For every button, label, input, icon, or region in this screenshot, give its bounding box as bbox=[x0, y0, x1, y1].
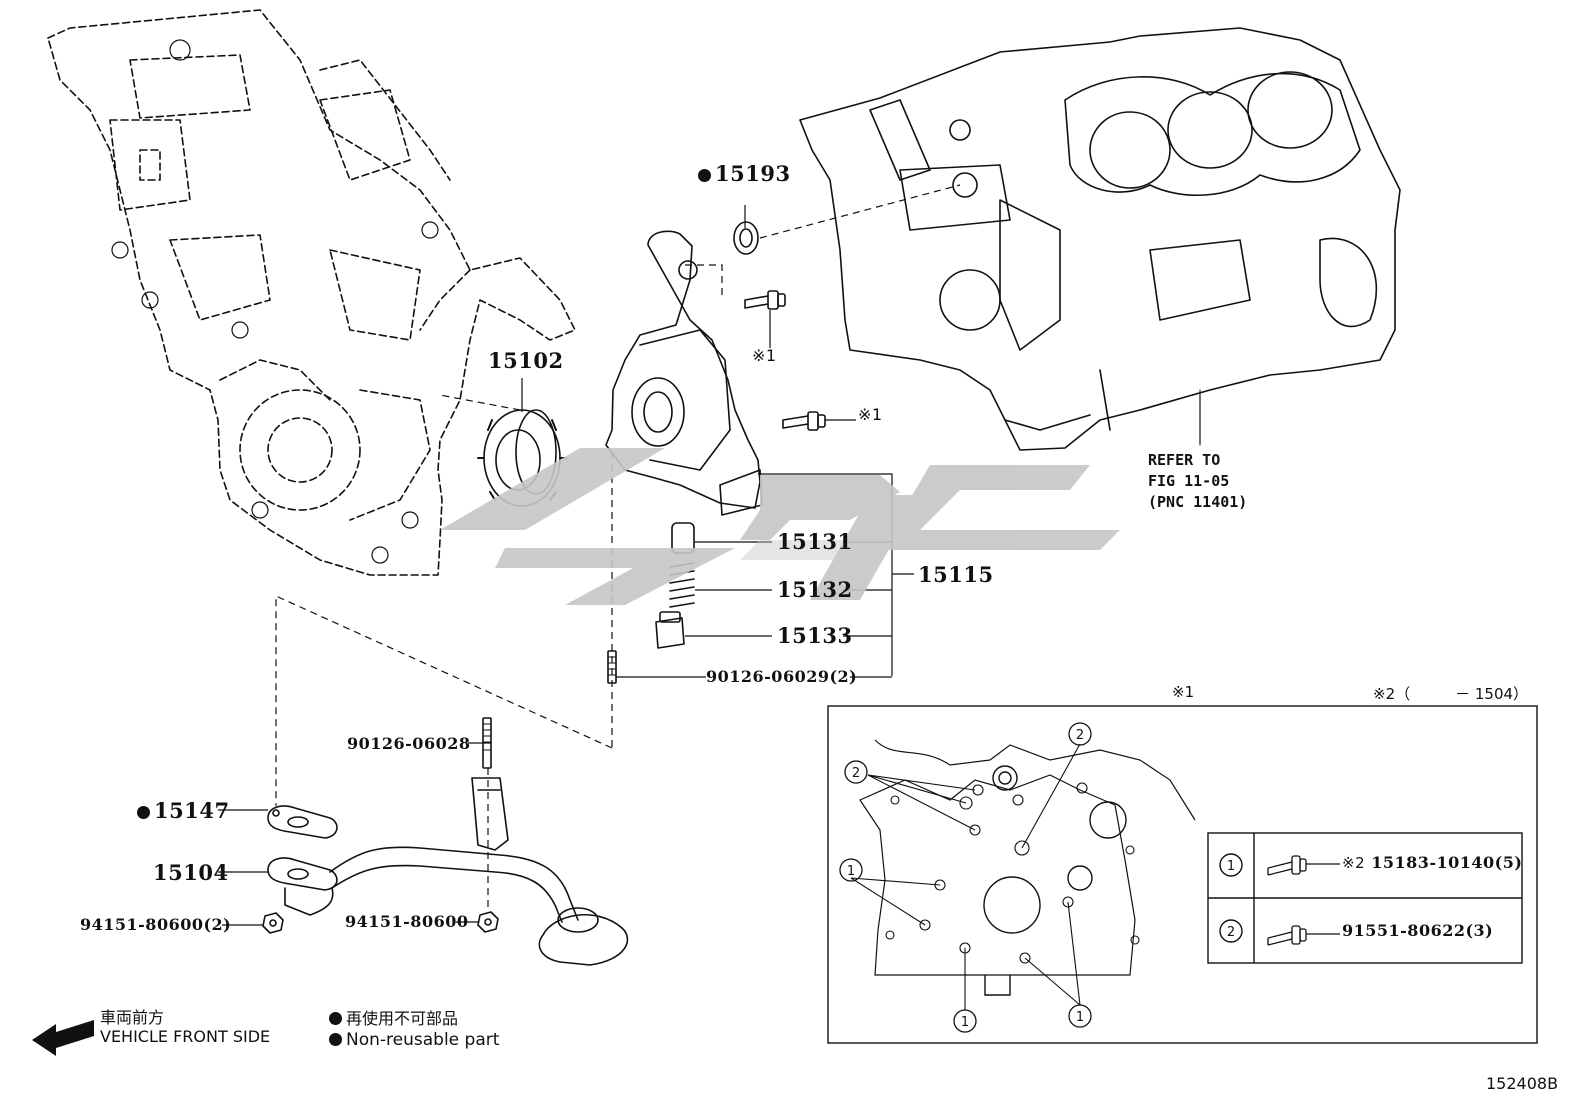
part-label-15132: 15132 bbox=[777, 577, 853, 602]
legend-nonreuse-jp: 再使用不可部品 bbox=[329, 1005, 458, 1029]
part-label-90126-06029: 90126-06029(2) bbox=[706, 667, 858, 686]
refer-note-line3: (PNC 11401) bbox=[1148, 493, 1248, 511]
note-mark-lower-bolt: ※1 bbox=[858, 405, 883, 424]
refer-note-line1: REFER TO bbox=[1148, 451, 1221, 469]
svg-text:1: 1 bbox=[1076, 1010, 1084, 1025]
inset-table-row-2: 91551-80622(3) bbox=[1342, 921, 1494, 940]
timing-cover-bosses bbox=[111, 39, 439, 564]
inset-callouts bbox=[839, 722, 1092, 1033]
part-label-94151-80600-2: 94151-80600(2) bbox=[80, 915, 232, 934]
non-reusable-dot-icon bbox=[137, 806, 150, 819]
part-label-94151-80600: 94151-80600 bbox=[345, 912, 469, 931]
inset-header-note2: ※2（ － 1504） bbox=[1373, 685, 1529, 703]
non-reusable-dot-icon bbox=[698, 169, 711, 182]
inset-header-note1: ※1 bbox=[1172, 683, 1195, 701]
part-label-15104: 15104 bbox=[153, 860, 229, 885]
front-arrow-icon bbox=[32, 1020, 94, 1056]
part-label-15115: 15115 bbox=[918, 562, 994, 587]
legend-nonreuse-en: Non-reusable part bbox=[329, 1030, 499, 1050]
gasket-15147-drawing bbox=[267, 805, 338, 839]
inset-detail: 2 2 1 1 1 1 2 bbox=[827, 705, 1538, 1044]
legend-front-en: VEHICLE FRONT SIDE bbox=[100, 1027, 271, 1046]
part-label-90126-06028: 90126-06028 bbox=[347, 734, 471, 753]
svg-text:2: 2 bbox=[852, 766, 860, 781]
legend-front-jp: 車両前方 bbox=[100, 1008, 165, 1027]
timing-cover-drawing bbox=[47, 9, 576, 576]
note-mark-upper-bolt: ※1 bbox=[752, 346, 777, 365]
svg-text:2: 2 bbox=[1227, 925, 1235, 940]
stud-upper-drawing bbox=[607, 650, 617, 684]
nut-left-drawing bbox=[262, 912, 284, 934]
refer-note-line2: FIG 11-05 bbox=[1148, 472, 1230, 490]
part-label-15102: 15102 bbox=[488, 348, 564, 373]
bolt-upper-drawing bbox=[744, 290, 786, 310]
strainer-15104-drawing bbox=[267, 777, 629, 966]
svg-text:1: 1 bbox=[847, 864, 855, 879]
nut-right-drawing bbox=[477, 911, 499, 933]
figure-id: 152408B bbox=[1486, 1074, 1559, 1093]
non-reusable-dot-icon bbox=[329, 1012, 342, 1025]
watermark bbox=[440, 448, 1120, 605]
cylinder-block-drawing bbox=[799, 27, 1401, 451]
part-label-15193: 15193 bbox=[698, 161, 791, 186]
non-reusable-dot-icon bbox=[329, 1033, 342, 1046]
part-label-15147: 15147 bbox=[137, 798, 230, 823]
oil-seal-15193-drawing bbox=[733, 221, 759, 255]
svg-text:2: 2 bbox=[1076, 728, 1084, 743]
part-label-15133: 15133 bbox=[777, 623, 853, 648]
oil-pump-drawing bbox=[605, 230, 763, 516]
refer-note: REFER TO FIG 11-05 (PNC 11401) bbox=[1148, 450, 1247, 513]
svg-text:1: 1 bbox=[961, 1015, 969, 1030]
svg-text:1: 1 bbox=[1227, 859, 1235, 874]
bolt-lower-drawing bbox=[782, 411, 826, 431]
inset-table-row-1: ※2 15183-10140(5) bbox=[1342, 853, 1523, 872]
part-label-15131: 15131 bbox=[777, 529, 853, 554]
